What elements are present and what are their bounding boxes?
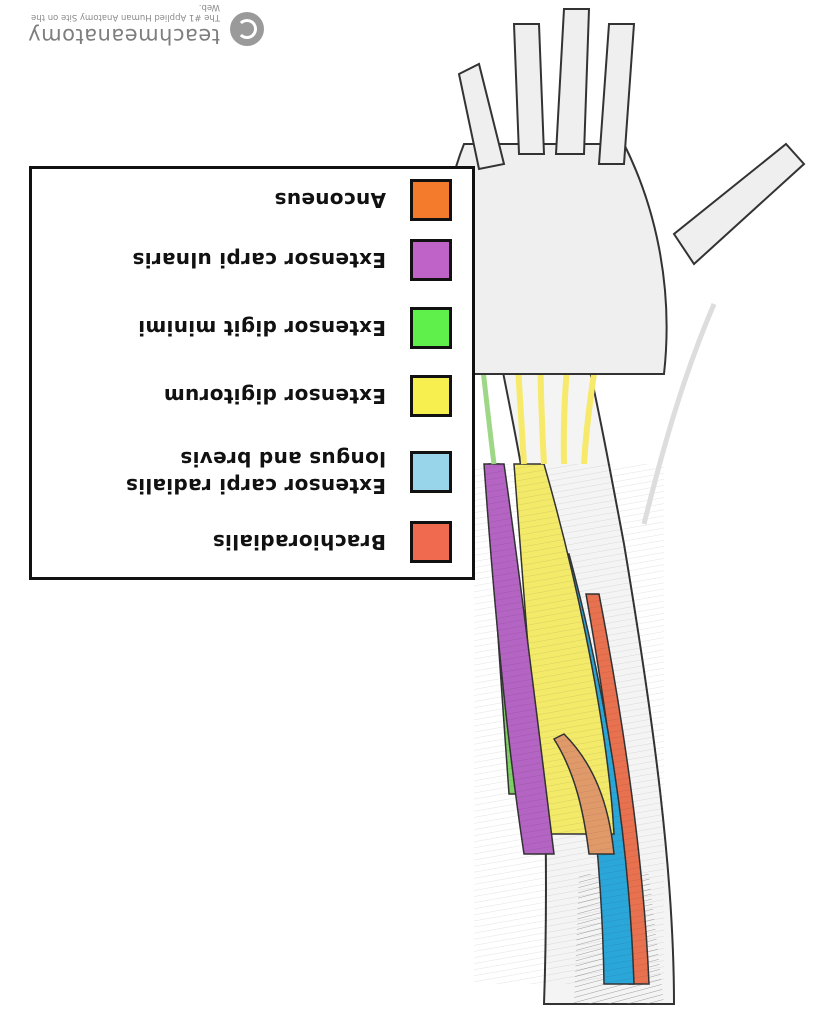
legend-swatch <box>410 521 452 563</box>
copyright-logo-icon <box>230 12 264 46</box>
fingers <box>457 8 806 266</box>
legend-swatch <box>410 375 452 417</box>
legend-label: Extensor carpi radialis longus and brevi… <box>125 447 386 498</box>
legend-item-extensor-digit-minimi: Extensor digit minimi <box>42 307 452 349</box>
legend-item-extensor-digitorum: Extensor digitorum <box>42 375 452 417</box>
brand-name: teachmeanatomy <box>27 24 220 48</box>
legend-swatch <box>410 239 452 281</box>
legend-swatch <box>410 307 452 349</box>
muscle-legend: Brachioradialis Extensor carpi radialis … <box>29 166 475 580</box>
muscle-fiber-texture <box>474 464 664 984</box>
legend-label: Extensor digit minimi <box>137 316 386 341</box>
brand-tagline: The #1 Applied Human Anatomy Site on the… <box>31 2 220 22</box>
legend-label: Anconeus <box>274 188 386 213</box>
legend-label: Brachioradialis <box>212 530 386 555</box>
legend-item-anconeus: Anconeus <box>42 179 452 221</box>
legend-item-brachioradialis: Brachioradialis <box>42 521 452 563</box>
legend-swatch <box>410 179 452 221</box>
teachmeanatomy-branding: teachmeanatomy The #1 Applied Human Anat… <box>24 2 264 48</box>
legend-item-extensor-carpi-ulnaris: Extensor carpi ulnaris <box>42 239 452 281</box>
legend-item-extensor-carpi-radialis: Extensor carpi radialis longus and brevi… <box>42 445 452 499</box>
legend-label: Extensor carpi ulnaris <box>132 248 386 273</box>
legend-swatch <box>410 451 452 493</box>
legend-label: Extensor digitorum <box>163 384 386 409</box>
hand-outline <box>440 143 668 375</box>
